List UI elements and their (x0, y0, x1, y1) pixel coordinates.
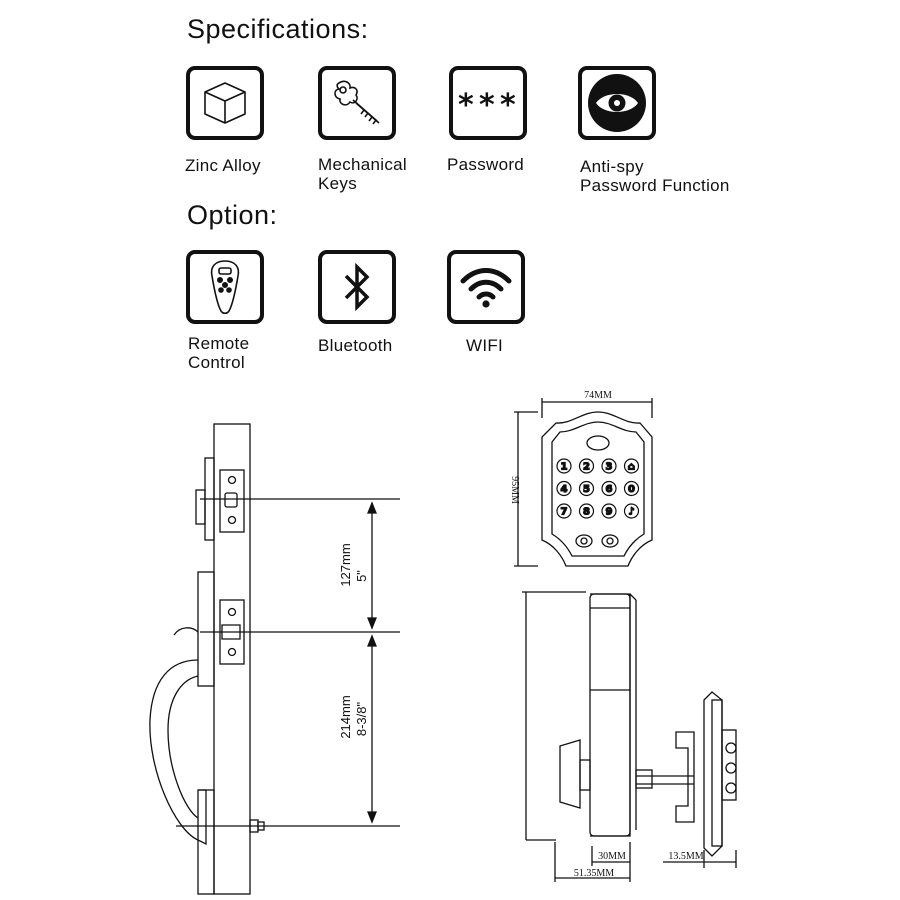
keypad-key-label: 0 (628, 484, 635, 495)
anti-spy-label: Anti-spy Password Function (580, 157, 730, 195)
password-tile: *** (449, 66, 527, 140)
keypad-key-label: ⌂ (628, 462, 635, 473)
anti-spy-tile (578, 66, 656, 140)
remote-control-label: Remote Control (188, 334, 250, 372)
width-dimension-label: 74MM (584, 390, 612, 401)
front-keypad-view: 1 2 3 ⌂ 4 5 6 0 7 8 9 ♪ (514, 398, 653, 567)
side-profile-view (149, 423, 400, 895)
remote-control-icon (210, 260, 240, 315)
asterisks-icon: *** (458, 88, 516, 118)
cube-icon (204, 82, 246, 124)
eye-icon (588, 74, 646, 132)
keypad-key-3 (601, 458, 617, 474)
zinc-alloy-label: Zinc Alloy (185, 156, 261, 175)
option-heading: Option: (187, 200, 278, 230)
keypad-key-4 (556, 480, 572, 497)
keypad-key-label: 4 (561, 484, 568, 495)
keypad-key-label: 7 (561, 507, 568, 518)
keypad-keys: 1 2 3 ⌂ 4 5 6 0 7 8 9 ♪ (556, 458, 640, 519)
keypad-key-7 (556, 503, 572, 519)
keypad-key-lock (623, 458, 640, 474)
mechanical-keys-label: Mechanical Keys (318, 155, 407, 193)
keypad-key-5 (578, 480, 595, 497)
keypad-key-label: 9 (606, 507, 613, 518)
depth-30-label: 30MM (598, 851, 626, 862)
wifi-label: WIFI (466, 336, 504, 355)
keypad-key-label: 6 (606, 484, 613, 495)
wifi-icon (460, 268, 512, 308)
keypad-key-label: 1 (561, 462, 568, 473)
bluetooth-label: Bluetooth (318, 336, 393, 355)
keypad-key-0 (623, 480, 640, 497)
svg-text:*: * (500, 88, 516, 118)
lower-spacing-in-label: 8-3/8" (354, 701, 369, 736)
depth-13-label: 13.5MM (668, 851, 703, 862)
mechanical-keys-tile (318, 66, 396, 140)
keypad-key-6 (601, 480, 617, 497)
keypad-key-9 (601, 503, 617, 519)
remote-control-tile (186, 250, 264, 324)
height-dimension-label: 95MM (509, 476, 520, 504)
password-label: Password (447, 155, 525, 174)
lower-spacing-mm-label: 214mm (338, 695, 353, 738)
depth-total-label: 51.35MM (574, 868, 614, 879)
zinc-alloy-tile (186, 66, 264, 140)
bluetooth-icon (344, 262, 370, 312)
keypad-key-label: 8 (583, 507, 590, 518)
key-icon (334, 80, 380, 125)
keypad-key-label: ♪ (628, 507, 634, 518)
specifications-heading: Specifications: (187, 14, 369, 44)
keypad-key-2 (578, 458, 595, 474)
wifi-tile (447, 250, 525, 324)
keypad-key-label: 3 (606, 462, 613, 473)
keypad-key-bell (623, 503, 640, 519)
keypad-key-1 (556, 458, 572, 474)
upper-spacing-mm-label: 127mm (338, 543, 353, 586)
keypad-key-label: 2 (583, 462, 590, 473)
keypad-key-8 (578, 503, 595, 519)
bluetooth-tile (318, 250, 396, 324)
keypad-key-label: 5 (583, 484, 590, 495)
svg-text:*: * (458, 88, 474, 118)
svg-text:*: * (479, 88, 495, 118)
upper-spacing-in-label: 5" (354, 570, 369, 582)
side-depth-view (522, 591, 737, 882)
